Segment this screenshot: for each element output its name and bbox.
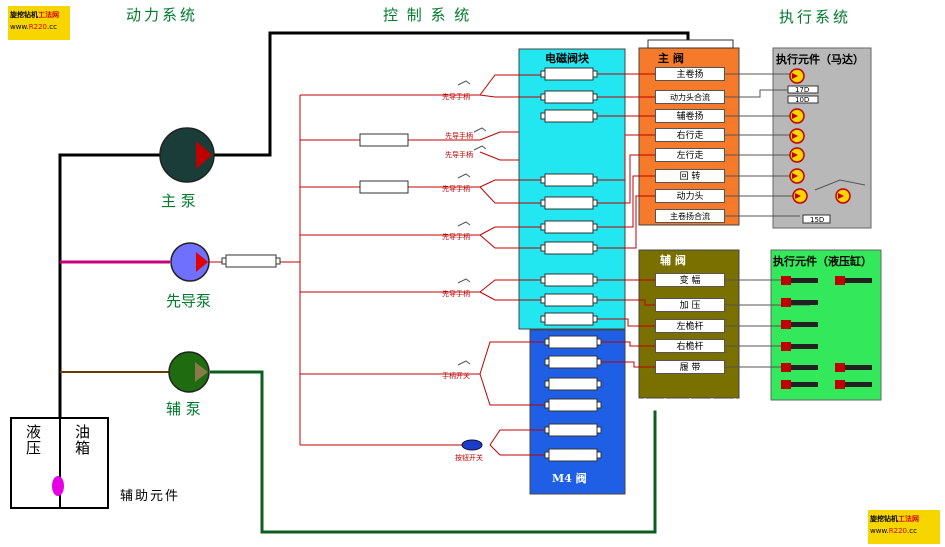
motor-label-10d: 10D <box>795 96 810 104</box>
handle-switch-label: 手柄开关 <box>442 372 470 380</box>
aux-valve-item: 加 压 <box>655 298 725 312</box>
m4-valve-title: M4 阀 <box>552 472 587 485</box>
power-system-title: 动力系统 <box>126 6 199 24</box>
main-pump-label: 主 泵 <box>161 192 196 210</box>
aux-pump-label: 辅 泵 <box>166 400 201 418</box>
aux-pump-icon <box>168 351 210 393</box>
aux-components-label: 辅助元件 <box>120 489 181 504</box>
main-valve-item: 主卷扬合流 <box>655 209 725 223</box>
tank-oil-indicator <box>52 476 64 496</box>
aux-valve-item: 变 幅 <box>655 273 725 287</box>
pilot-handle-label: 先导手柄 <box>442 185 470 193</box>
aux-valve-title: 辅 阀 <box>660 254 686 267</box>
motor-icons <box>787 68 851 224</box>
main-valve-item: 动力头合流 <box>655 90 725 104</box>
valve-link-lines <box>597 73 655 368</box>
pilot-handle-label: 先导手柄 <box>442 233 470 241</box>
logo-bottom-right: 旋挖钻机工法网 www.R220.cc <box>868 510 940 544</box>
aux-valve-item: 右桅杆 <box>655 339 725 353</box>
main-valve-item: 主卷扬 <box>655 67 725 81</box>
aux-valve-item: 履 带 <box>655 360 725 374</box>
main-valve-item: 辅卷扬 <box>655 109 725 123</box>
motor-label-17d: 17D <box>795 86 810 94</box>
aux-valve-item: 左桅杆 <box>655 319 725 333</box>
pilot-handle-label: 先导手柄 <box>442 93 470 101</box>
main-valve-item: 动力头 <box>655 189 725 203</box>
pilot-handle-icons <box>457 80 487 366</box>
pilot-pump-icon <box>170 242 210 282</box>
main-valve-item: 回 转 <box>655 169 725 183</box>
pilot-handle-label: 先导手柄 <box>445 151 473 159</box>
main-valve-item: 右行走 <box>655 128 725 142</box>
pilot-handle-label: 先导手柄 <box>445 132 473 140</box>
aux-pressure-line <box>210 370 657 534</box>
execute-system-title: 执行系统 <box>779 8 852 26</box>
main-valve-title: 主 阀 <box>658 52 684 65</box>
button-switch-label: 按钮开关 <box>455 454 483 462</box>
logo-top-left: 旋挖钻机工法网 www.R220.cc <box>8 6 70 40</box>
solenoid-valves <box>540 67 602 462</box>
main-pump-icon <box>159 127 215 183</box>
cylinder-panel-title: 执行元件（液压缸） <box>773 255 872 268</box>
motor-panel-title: 执行元件（马达） <box>776 53 864 66</box>
tank-label-right: 油箱 <box>75 423 91 457</box>
button-switch-icon <box>461 439 483 451</box>
solenoid-block-title: 电磁阀块 <box>545 52 589 65</box>
main-pressure-line <box>210 31 690 157</box>
motor-panel <box>772 47 872 229</box>
pilot-pump-label: 先导泵 <box>166 292 212 310</box>
main-supply-line <box>58 153 160 420</box>
main-valve-item: 左行走 <box>655 148 725 162</box>
pilot-handle-label: 先导手柄 <box>442 290 470 298</box>
pilot-signal-lines <box>300 74 545 456</box>
tank-label-left: 液压 <box>26 423 42 457</box>
cylinder-icons <box>781 276 872 389</box>
motor-label-15d: 15D <box>810 216 825 224</box>
control-system-title: 控 制 系 统 <box>383 6 472 24</box>
